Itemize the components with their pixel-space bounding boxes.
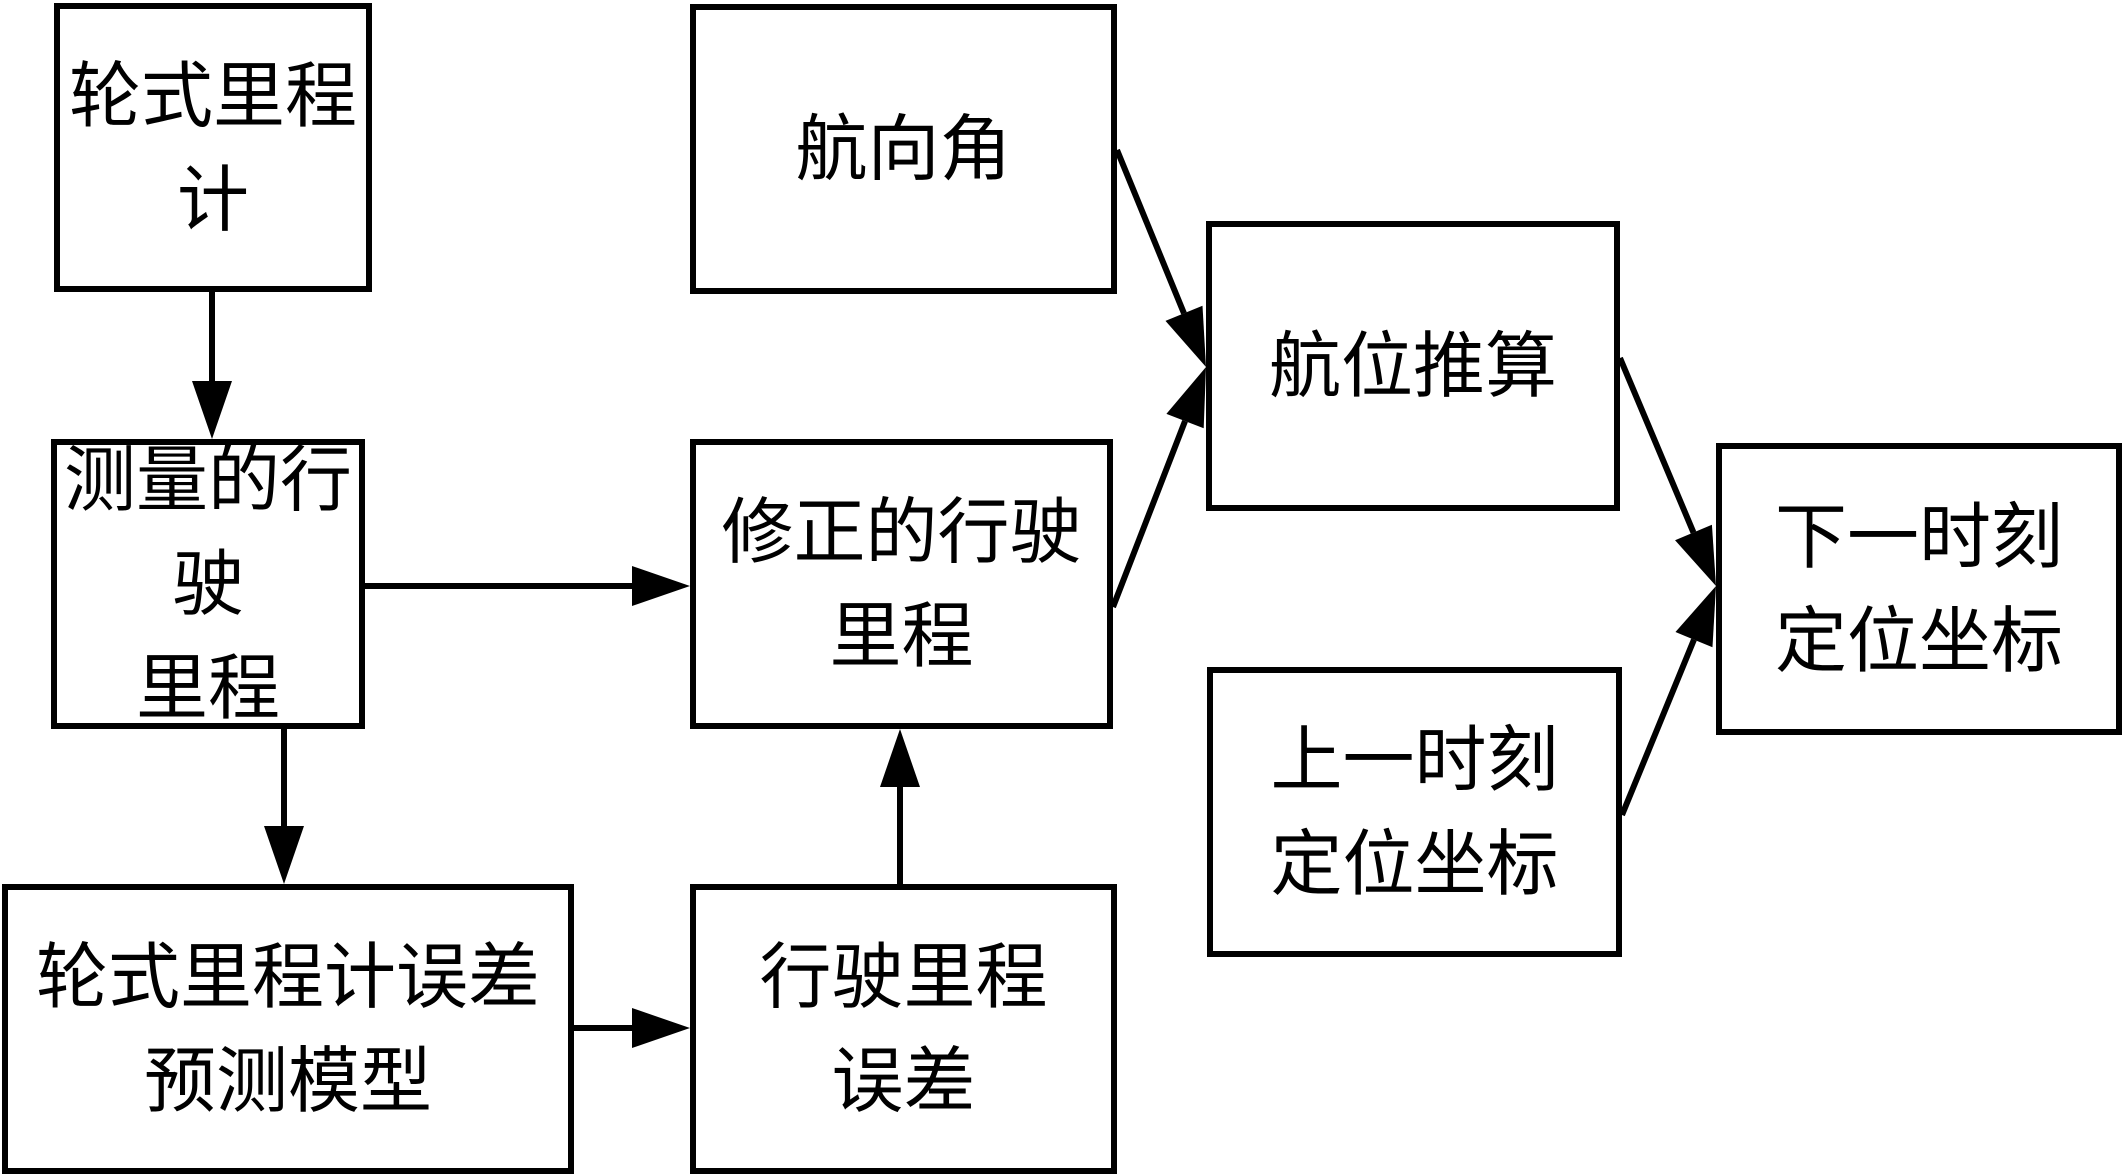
node-label: 修正的行驶 里程 — [721, 490, 1082, 678]
arrowhead-icon — [1165, 305, 1206, 367]
node-previous-position: 上一时刻 定位坐标 — [1207, 667, 1622, 957]
node-label: 轮式里程计 — [68, 53, 357, 242]
node-dead-reckoning: 航位推算 — [1206, 221, 1620, 511]
node-label: 轮式里程计误差 预测模型 — [35, 935, 540, 1123]
node-label: 航向角 — [795, 107, 1012, 191]
edge-corrected-mileage-to-dead-reckoning — [1110, 419, 1188, 609]
node-error-model: 轮式里程计误差 预测模型 — [2, 884, 574, 1174]
arrowhead-icon — [1166, 367, 1206, 429]
edge-dead-reckoning-to-next-position — [1617, 356, 1697, 534]
node-label: 航位推算 — [1268, 324, 1557, 408]
node-next-position: 下一时刻 定位坐标 — [1716, 443, 2122, 735]
node-mileage-error: 行驶里程 误差 — [690, 884, 1117, 1174]
node-label: 上一时刻 定位坐标 — [1270, 718, 1559, 906]
node-wheel-odometer: 轮式里程计 — [54, 3, 372, 292]
edge-heading-angle-to-dead-reckoning — [1114, 148, 1187, 315]
arrowhead-icon — [192, 381, 232, 439]
arrowhead-icon — [1675, 586, 1716, 648]
arrowhead-icon — [632, 1008, 690, 1048]
node-label: 测量的行驶 里程 — [63, 438, 352, 730]
arrowhead-icon — [264, 826, 304, 884]
node-measured-mileage: 测量的行驶 里程 — [51, 438, 365, 730]
arrowhead-icon — [1675, 524, 1716, 586]
arrowhead-icon — [880, 729, 920, 787]
node-heading-angle: 航向角 — [690, 4, 1117, 294]
edge-previous-position-to-next-position — [1619, 638, 1697, 817]
arrowhead-icon — [632, 566, 690, 606]
node-label: 行驶里程 误差 — [759, 935, 1048, 1123]
node-label: 下一时刻 定位坐标 — [1774, 495, 2063, 683]
node-corrected-mileage: 修正的行驶 里程 — [690, 439, 1113, 729]
